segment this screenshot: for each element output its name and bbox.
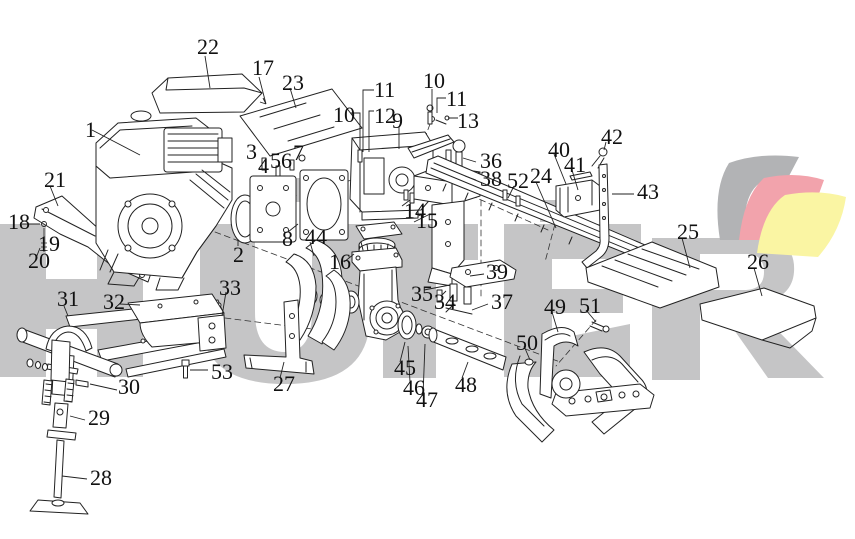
svg-text:34: 34 <box>434 289 456 314</box>
svg-text:7: 7 <box>293 140 304 165</box>
svg-text:47: 47 <box>416 387 438 412</box>
svg-text:17: 17 <box>252 55 274 80</box>
svg-text:49: 49 <box>544 294 566 319</box>
svg-text:39: 39 <box>486 259 508 284</box>
svg-text:21: 21 <box>44 167 66 192</box>
svg-text:10: 10 <box>333 102 355 127</box>
svg-text:8: 8 <box>282 226 293 251</box>
svg-text:45: 45 <box>394 355 416 380</box>
svg-text:14: 14 <box>404 198 426 223</box>
svg-text:19: 19 <box>38 231 60 256</box>
svg-text:5: 5 <box>270 148 281 173</box>
svg-text:32: 32 <box>103 289 125 314</box>
svg-text:33: 33 <box>219 275 241 300</box>
svg-text:11: 11 <box>374 77 395 102</box>
svg-text:52: 52 <box>507 168 529 193</box>
svg-text:36: 36 <box>480 148 502 173</box>
svg-text:23: 23 <box>282 70 304 95</box>
svg-text:26: 26 <box>747 249 769 274</box>
svg-text:4: 4 <box>258 153 269 178</box>
svg-text:29: 29 <box>88 405 110 430</box>
svg-text:46: 46 <box>403 375 425 400</box>
svg-text:13: 13 <box>457 108 479 133</box>
svg-text:44: 44 <box>305 224 327 249</box>
svg-text:31: 31 <box>57 286 79 311</box>
svg-text:18: 18 <box>8 209 30 234</box>
svg-text:9: 9 <box>392 108 403 133</box>
svg-text:15: 15 <box>416 208 438 233</box>
svg-text:2: 2 <box>233 242 244 267</box>
svg-text:43: 43 <box>637 179 659 204</box>
svg-text:12: 12 <box>374 103 396 128</box>
svg-text:51: 51 <box>579 293 601 318</box>
svg-text:50: 50 <box>516 330 538 355</box>
svg-text:42: 42 <box>601 124 623 149</box>
svg-text:53: 53 <box>211 359 233 384</box>
svg-text:28: 28 <box>90 465 112 490</box>
svg-text:30: 30 <box>118 374 140 399</box>
svg-text:27: 27 <box>273 371 295 396</box>
svg-text:10: 10 <box>423 68 445 93</box>
svg-text:11: 11 <box>446 86 467 111</box>
svg-text:25: 25 <box>677 219 699 244</box>
svg-text:24: 24 <box>530 163 552 188</box>
svg-text:40: 40 <box>548 137 570 162</box>
svg-text:3: 3 <box>246 139 257 164</box>
svg-text:35: 35 <box>411 281 433 306</box>
svg-text:37: 37 <box>491 289 513 314</box>
svg-text:20: 20 <box>28 248 50 273</box>
svg-text:16: 16 <box>329 249 351 274</box>
svg-text:38: 38 <box>480 166 502 191</box>
svg-text:22: 22 <box>197 34 219 59</box>
svg-text:1: 1 <box>85 117 96 142</box>
svg-text:41: 41 <box>564 152 586 177</box>
svg-text:48: 48 <box>455 372 477 397</box>
svg-text:6: 6 <box>281 148 292 173</box>
